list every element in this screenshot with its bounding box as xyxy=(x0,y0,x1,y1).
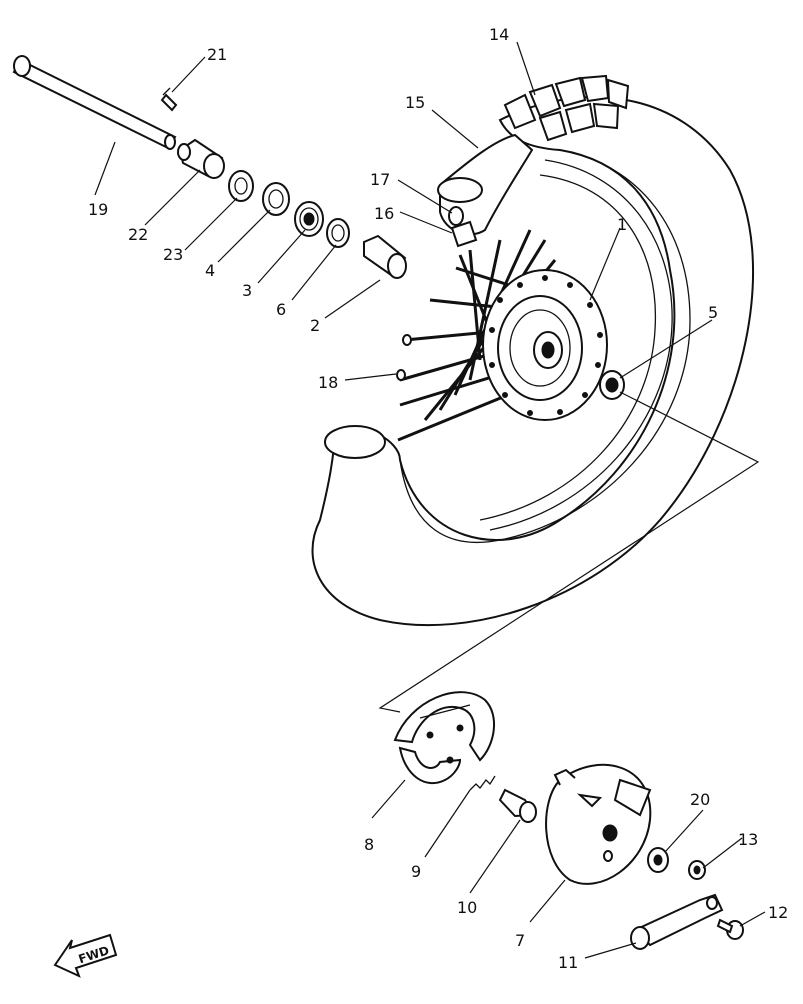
callout-22: 22 xyxy=(128,225,148,244)
brake-shoes xyxy=(393,691,496,785)
tire-tread-knobs xyxy=(503,74,630,142)
oil-seal-right xyxy=(599,370,625,400)
brake-shoe-plate xyxy=(545,763,652,885)
bolt-12 xyxy=(716,918,744,940)
bearing xyxy=(294,201,324,237)
callout-16: 16 xyxy=(374,204,394,223)
callout-15: 15 xyxy=(405,93,425,112)
assembly-guide-lines xyxy=(94,141,760,713)
distance-collar xyxy=(363,234,407,279)
callout-4: 4 xyxy=(205,261,215,280)
callout-8: 8 xyxy=(364,835,374,854)
valve-nut xyxy=(448,206,464,226)
camshaft-lever xyxy=(630,893,724,950)
callout-20: 20 xyxy=(690,790,710,809)
axle xyxy=(12,55,177,150)
callout-23: 23 xyxy=(163,245,183,264)
return-spring xyxy=(469,775,496,791)
fwd-arrow-badge: FWD xyxy=(53,933,118,978)
rim-band xyxy=(450,220,478,248)
cotter-pin xyxy=(160,87,178,112)
circlip xyxy=(326,218,350,248)
hub xyxy=(482,269,608,421)
spacer-flange xyxy=(262,182,290,216)
callout-9: 9 xyxy=(411,862,421,881)
callout-6: 6 xyxy=(276,300,286,319)
callout-3: 3 xyxy=(242,281,252,300)
callout-19: 19 xyxy=(88,200,108,219)
brake-camshaft xyxy=(498,788,537,823)
callout-1: 1 xyxy=(617,215,627,234)
leader-lines xyxy=(144,41,766,959)
nut-13 xyxy=(688,860,706,880)
callout-13: 13 xyxy=(738,830,758,849)
callout-14: 14 xyxy=(489,25,509,44)
callout-5: 5 xyxy=(708,303,718,322)
callout-17: 17 xyxy=(370,170,390,189)
nut-20 xyxy=(647,847,669,873)
oil-seal xyxy=(228,170,254,202)
callout-12: 12 xyxy=(768,903,788,922)
tire xyxy=(311,74,754,627)
callout-18: 18 xyxy=(318,373,338,392)
callout-11: 11 xyxy=(558,953,578,972)
callout-2: 2 xyxy=(310,316,320,335)
callout-7: 7 xyxy=(515,931,525,950)
hub-spoke-holes xyxy=(489,275,603,416)
callout-21: 21 xyxy=(207,45,227,64)
spoke-nipple xyxy=(396,334,412,381)
callout-10: 10 xyxy=(457,898,477,917)
callout-numbers: 21 19 22 23 4 3 6 2 14 15 17 16 1 5 18 8… xyxy=(88,25,788,972)
collar xyxy=(177,138,225,179)
